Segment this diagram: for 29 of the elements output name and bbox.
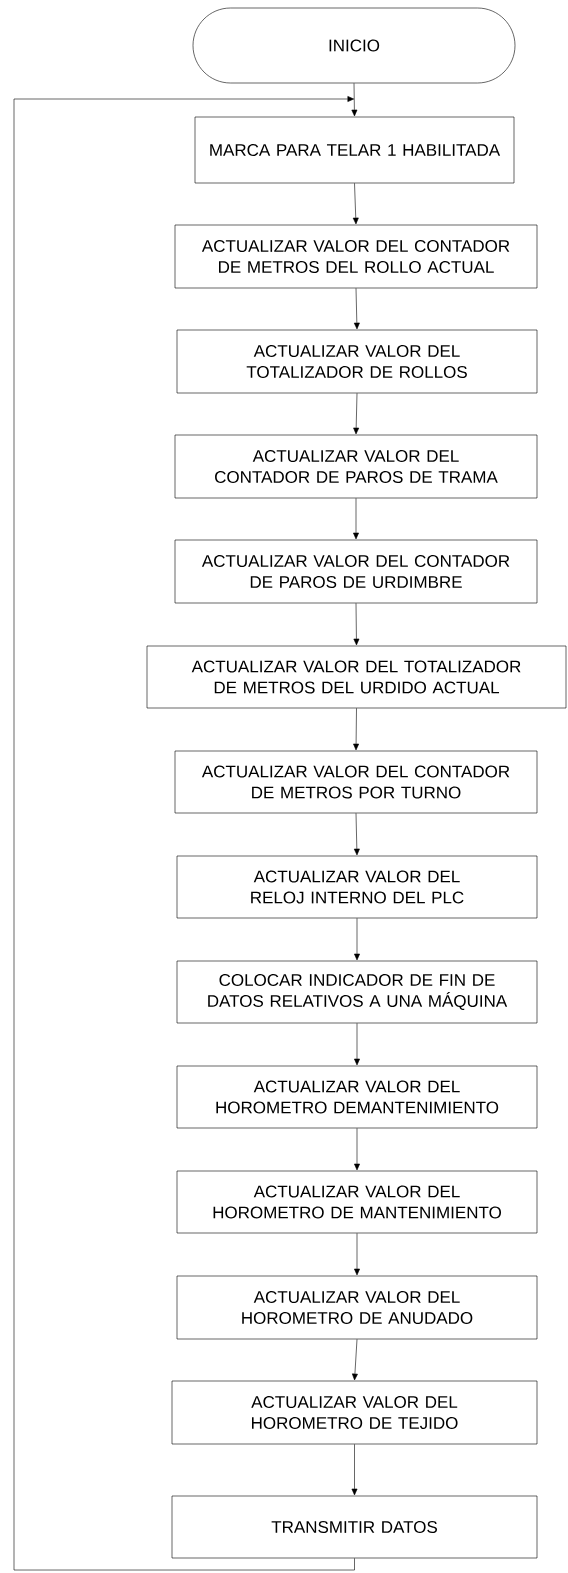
- process-box: COLOCAR INDICADOR DE FIN DE DATOS RELATIVOS A UNA MÁQUINA: [176, 960, 538, 1024]
- process-box: ACTUALIZAR VALOR DEL TOTALIZADOR DE ROLLOS: [176, 329, 538, 394]
- process-box: ACTUALIZAR VALOR DEL CONTADOR DE PAROS DE TRAMA: [174, 434, 538, 499]
- process-box: MARCA PARA TELAR 1 HABILITADA: [194, 116, 515, 184]
- arrow: [354, 1233, 360, 1276]
- process-box: ACTUALIZAR VALOR DEL CONTADOR DE METROS POR TURNO: [174, 750, 538, 814]
- arrow: [354, 1023, 360, 1066]
- process-box: ACTUALIZAR VALOR DEL CONTADOR DE METROS DEL ROLLO ACTUAL: [174, 224, 538, 289]
- arrow: [353, 813, 360, 856]
- arrow: [353, 708, 359, 751]
- arrow: [353, 288, 360, 330]
- process-box: ACTUALIZAR VALOR DEL RELOJ INTERNO DEL PLC: [176, 855, 538, 919]
- process-box: TRANSMITIR DATOS: [171, 1495, 538, 1559]
- arrow: [353, 393, 360, 435]
- process-box: ACTUALIZAR VALOR DEL HOROMETRO DE ANUDADO: [176, 1275, 538, 1340]
- process-box: ACTUALIZAR VALOR DEL CONTADOR DE PAROS DE URDIMBRE: [174, 539, 538, 604]
- arrow: [351, 83, 358, 117]
- arrow: [354, 1128, 360, 1171]
- process-box: ACTUALIZAR VALOR DEL HOROMETRO DE MANTENIMIENTO: [176, 1170, 538, 1234]
- arrow: [351, 1444, 358, 1496]
- arrow: [352, 183, 359, 225]
- arrow: [353, 498, 359, 540]
- arrow: [13, 96, 355, 1571]
- process-box: ACTUALIZAR VALOR DEL HOROMETRO DEMANTENIMIENTO: [176, 1065, 538, 1129]
- process-box: ACTUALIZAR VALOR DEL TOTALIZADOR DE METROS DEL URDIDO ACTUAL: [146, 645, 567, 709]
- arrow: [354, 918, 360, 961]
- process-box: ACTUALIZAR VALOR DEL HOROMETRO DE TEJIDO: [171, 1380, 538, 1445]
- arrow: [353, 603, 360, 646]
- arrow: [352, 1339, 358, 1381]
